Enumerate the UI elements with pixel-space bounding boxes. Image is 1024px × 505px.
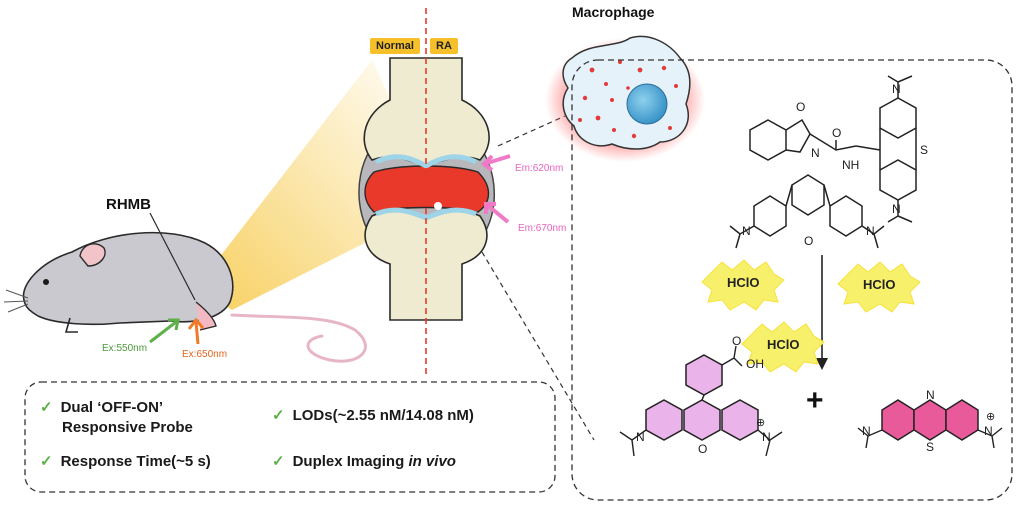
em-670-arrow [484,202,510,224]
rhodamine-o: O [698,442,708,456]
rat-body [22,231,234,326]
hclo-label-2: HClO [863,277,896,292]
feature-response-text: Response Time(~5 s) [60,453,211,470]
ex-650-arrow [187,317,205,345]
rhodamine-oh: OH [746,357,764,371]
em-620-arrow [480,154,511,172]
hclo-label-3: HClO [767,337,800,352]
probe-n-top: N [892,82,901,96]
ex-550-label: Ex:550nm [102,343,148,354]
macrophage-label: Macrophage [572,4,655,20]
cartilage-upper [374,154,478,169]
rat-whiskers [3,289,29,313]
probe-carbonyl-o: O [796,100,806,114]
probe-n-right: N [866,224,875,238]
hclo-reaction-arrow [816,255,828,370]
plus-sign: + [806,384,824,417]
macrophage-illustration [545,35,705,162]
rat-illustration [3,212,367,363]
feature-dual-line2: Responsive Probe [62,419,193,436]
feature-dual-probe: ✓ Dual ‘OFF-ON’ Responsive Probe [40,398,193,438]
rhodamine-n-left: N [636,430,645,444]
feature-dual-line1: Dual ‘OFF-ON’ [60,399,164,416]
probe-s: S [920,143,929,157]
feature-lods: ✓ LODs(~2.55 nM/14.08 nM) [272,406,474,426]
check-icon: ✓ [272,407,285,424]
hclo-burst-3 [741,321,825,373]
feature-duplex-text: Duplex Imaging [292,453,409,470]
probe-urea-o: O [832,126,842,140]
probe-n: N [811,146,820,160]
features-box [24,381,556,493]
ex-550-arrow [149,318,180,344]
rhodamine-product [619,345,783,457]
rat-eye [43,279,49,285]
macrophage-granules [578,60,678,139]
ex-650-label: Ex:650nm [182,349,228,360]
rat-front-paw [64,317,78,333]
rhmb-label: RHMB [106,196,151,213]
methylene-n-right: N [984,424,993,438]
rhodamine-carbonyl-o: O [732,334,742,348]
hclo-burst-2 [837,261,921,313]
macrophage-nucleus [626,83,668,125]
em-670-label: Em:670nm [518,223,567,234]
rat-tail [230,313,367,363]
check-icon: ✓ [40,399,53,416]
feature-duplex-imaging: ✓ Duplex Imaging in vivo [272,452,456,472]
joint-illustration [358,8,511,378]
feature-lods-text: LODs(~2.55 nM/14.08 nM) [292,407,474,424]
macrophage-cell [562,35,691,150]
rhodamine-charge: ⊕ [756,417,766,429]
rhodamine-n-right: N [762,430,771,444]
probe-nh: NH [842,158,860,172]
feature-duplex-em: in vivo [408,453,456,470]
em-620-label: Em:620nm [515,163,564,174]
hclo-burst-1 [701,259,785,311]
connector-top [497,115,566,147]
rat-ear [79,243,106,267]
rhmb-pointer-line [149,212,196,301]
check-icon: ✓ [272,453,285,470]
normal-tag: Normal [370,38,420,54]
erosion-spot [434,202,442,210]
methylene-product [857,399,1003,449]
methylene-n-left: N [862,424,871,438]
rhmb-probe-structure [729,75,917,249]
probe-xanthene-o: O [804,234,814,248]
feature-response-time: ✓ Response Time(~5 s) [40,452,211,472]
mechanism-panel [571,59,1013,501]
check-icon: ✓ [40,453,53,470]
methylene-s: S [926,440,935,454]
probe-n-left: N [742,224,751,238]
methylene-n: N [926,388,935,402]
probe-n-bottom: N [892,202,901,216]
methylene-charge: ⊕ [986,411,996,423]
connector-bottom [481,251,595,441]
rat-hind-paw [195,301,217,331]
hclo-label-1: HClO [727,275,760,290]
ra-tag: RA [430,38,458,54]
